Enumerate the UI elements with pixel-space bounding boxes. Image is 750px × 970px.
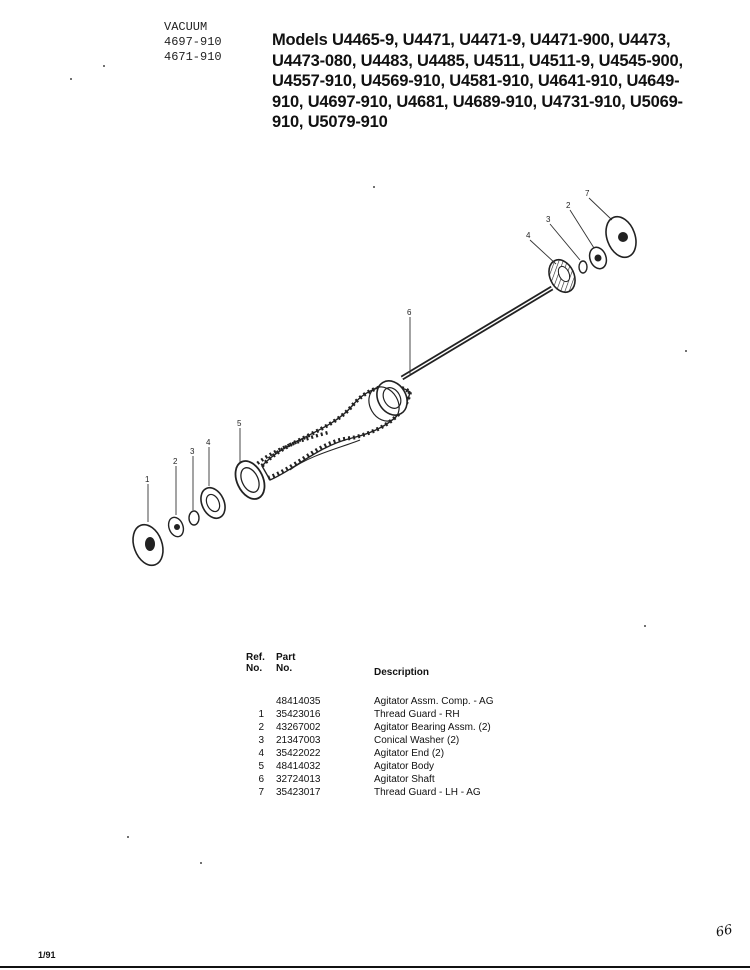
models-line: U4557-910, U4569-910, U4581-910, U4641-9… [272,72,680,90]
scan-speck [644,625,646,627]
ref-no: 7 [258,787,264,798]
table-row: 3 21347003 Conical Washer (2) [246,735,546,747]
callout-2-right: 2 [566,201,571,210]
models-line: Models U4465-9, U4471, U4471-9, U4471-90… [272,31,671,49]
callout-1-left: 1 [145,475,150,484]
ref-header-line2: No. [246,663,263,674]
agitator-body [248,380,412,481]
agitator-end-left [200,486,226,520]
agitator-bearing-right [588,246,608,270]
table-row: 7 35423017 Thread Guard - LH - AG [246,787,546,799]
ref-no: 5 [258,761,264,772]
part-description: Agitator End (2) [374,748,445,759]
scan-speck [103,65,105,67]
model-code: 4697-910 [164,35,222,49]
models-line: 910, U4697-910, U4681, U4689-910, U4731-… [272,92,683,111]
part-description: Thread Guard - LH - AG [374,787,481,798]
thread-guard-rh [132,523,164,567]
part-description: Agitator Bearing Assm. (2) [374,722,491,733]
conical-washer-right [578,260,588,274]
callout-7: 7 [585,189,590,198]
agitator-bearing-left [167,516,185,538]
header-codes: VACUUM 4697-910 4671-910 [164,20,222,65]
conical-washer-left [188,510,200,526]
part-no: 43267002 [276,722,321,733]
callout-5: 5 [237,419,242,428]
handwritten-page-number: 66 [714,922,734,941]
thread-guard-lh [605,215,637,259]
part-no: 48414035 [276,696,321,707]
model-code: 4671-910 [164,50,222,64]
description-header: Description [374,667,430,678]
models-line: U4473-080, U4483, U4485, U4511, U4511-9,… [272,51,683,70]
part-no: 35423016 [276,709,321,720]
callout-3-left: 3 [190,447,195,456]
part-description: Thread Guard - RH [374,709,460,720]
callout-2-left: 2 [173,457,178,466]
ref-no: 4 [258,748,264,759]
table-row: 2 43267002 Agitator Bearing Assm. (2) [246,722,546,734]
agitator-body-end-ring [234,460,266,500]
table-row: 48414035 Agitator Assm. Comp. - AG [246,696,546,708]
part-header-line2: No. [276,663,293,674]
callout-4-left: 4 [206,438,211,447]
table-row: 6 32724013 Agitator Shaft [246,774,546,786]
ref-no: 6 [258,774,264,785]
bottom-rule [0,966,750,968]
ref-no: 1 [258,709,264,720]
models-line: 910, U5079-910 [272,113,388,131]
models-list: Models U4465-9, U4471, U4471-9, U4471-90… [272,30,742,133]
agitator-shaft [400,285,554,381]
part-description: Agitator Shaft [374,774,435,785]
part-header-line1: Part [276,652,296,663]
scan-speck [70,78,72,80]
agitator-end-right [548,258,576,294]
table-row: 4 35422022 Agitator End (2) [246,748,546,760]
scan-speck [685,350,687,352]
exploded-parts-diagram: 1 2 3 4 5 6 4 3 2 7 [132,189,637,567]
part-no: 21347003 [276,735,321,746]
ref-no: 2 [258,722,264,733]
footer-date-mark: 1/91 [38,950,56,960]
part-description: Agitator Body [374,761,435,772]
scan-speck [200,862,202,864]
callout-6: 6 [407,308,412,317]
category-label: VACUUM [164,20,208,34]
part-description: Agitator Assm. Comp. - AG [374,696,494,707]
scan-speck [373,186,375,188]
part-description: Conical Washer (2) [374,735,460,746]
ref-no: 3 [258,735,264,746]
part-no: 48414032 [276,761,321,772]
leader-lines [147,197,613,522]
part-no: 35422022 [276,748,321,759]
callout-3-right: 3 [546,215,551,224]
callout-4-right: 4 [526,231,531,240]
part-no: 35423017 [276,787,321,798]
table-row: 1 35423016 Thread Guard - RH [246,709,546,721]
ref-header-line1: Ref. [246,652,265,663]
table-row: 5 48414032 Agitator Body [246,761,546,773]
part-no: 32724013 [276,774,321,785]
scan-speck [127,836,129,838]
